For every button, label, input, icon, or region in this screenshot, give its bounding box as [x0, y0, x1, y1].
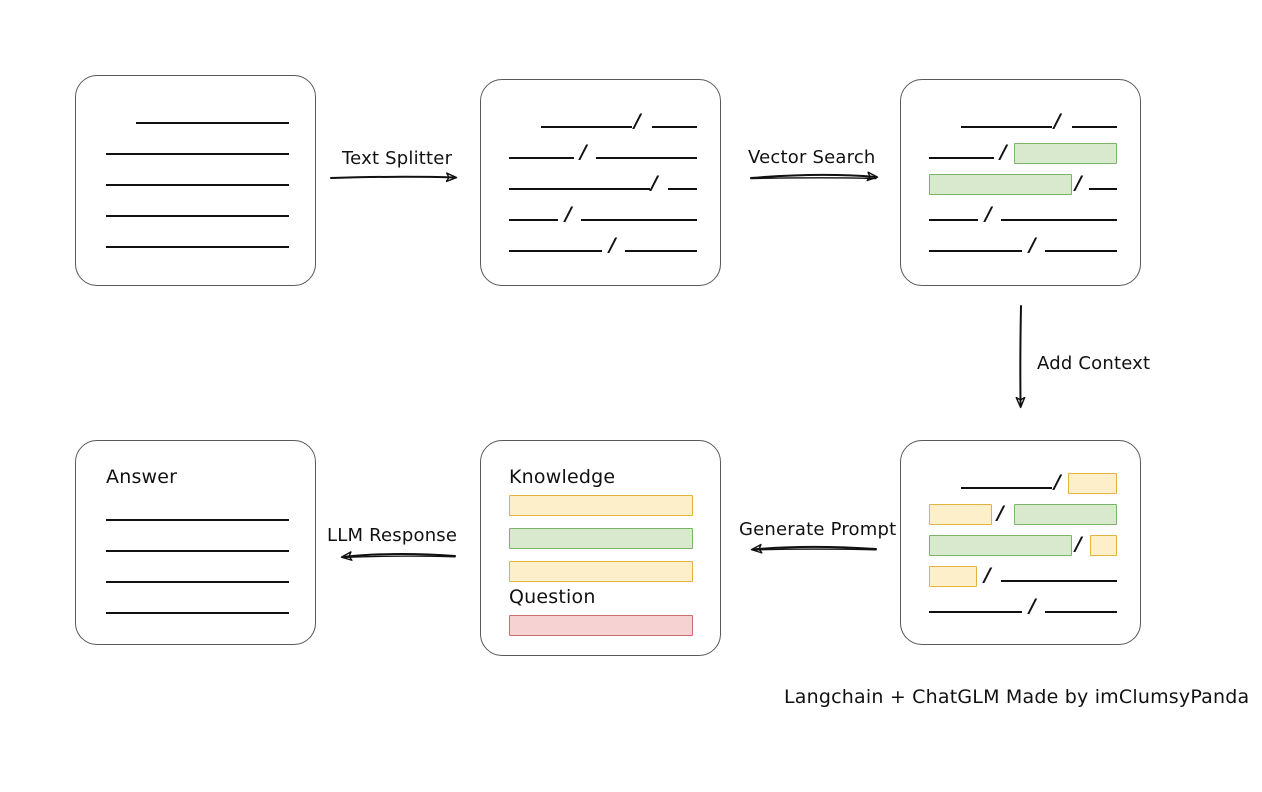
- source-document-lines: [76, 76, 315, 285]
- text-line: [596, 157, 697, 159]
- text-line: [106, 612, 289, 614]
- node-split-document[interactable]: / / / / /: [480, 79, 721, 286]
- split-document-lines: / / / / /: [481, 80, 720, 285]
- split-slash: /: [634, 110, 641, 132]
- node-prompt[interactable]: Knowledge Question: [480, 440, 721, 656]
- text-line: [106, 581, 289, 583]
- split-slash: /: [565, 203, 572, 225]
- text-line: [541, 126, 632, 128]
- text-line: [652, 126, 697, 128]
- context-chunk-highlight: [929, 504, 992, 525]
- context-chunk-highlight: [1090, 535, 1117, 556]
- split-slash: /: [651, 172, 658, 194]
- text-line: [961, 487, 1052, 489]
- text-line: [625, 250, 697, 252]
- edge-label-llm-response: LLM Response: [327, 525, 458, 546]
- text-line: [509, 250, 602, 252]
- text-line: [1045, 611, 1117, 613]
- node-context-document[interactable]: / / / / /: [900, 440, 1141, 645]
- text-line: [1089, 188, 1117, 190]
- text-line: [509, 157, 574, 159]
- split-slash: /: [1000, 141, 1007, 163]
- edge-label-add-context: Add Context: [1037, 353, 1151, 374]
- text-line: [929, 157, 994, 159]
- context-chunk-highlight: [929, 535, 1072, 556]
- text-line: [509, 188, 650, 190]
- split-slash: /: [1029, 595, 1036, 617]
- split-slash: /: [985, 203, 992, 225]
- arrow-llm-response: [343, 554, 456, 558]
- edge-label-vector-search: Vector Search: [748, 147, 876, 168]
- text-line: [1045, 250, 1117, 252]
- knowledge-chunk-yellow: [509, 561, 693, 582]
- knowledge-chunk-yellow: [509, 495, 693, 516]
- answer-label: Answer: [106, 466, 178, 488]
- knowledge-label: Knowledge: [509, 466, 616, 488]
- arrow-text-splitter: [330, 177, 455, 178]
- arrow-vector-search: [750, 175, 876, 179]
- matched-chunk-highlight: [1014, 143, 1117, 164]
- split-slash: /: [1054, 471, 1061, 493]
- text-line: [106, 215, 289, 217]
- text-line: [136, 122, 289, 124]
- split-slash: /: [1054, 110, 1061, 132]
- text-line: [668, 188, 697, 190]
- text-line: [961, 126, 1052, 128]
- context-chunk-highlight: [1014, 504, 1117, 525]
- arrow-add-context: [1020, 305, 1021, 406]
- question-chunk-red: [509, 615, 693, 636]
- text-line: [929, 250, 1022, 252]
- context-document-lines: / / / / /: [901, 441, 1140, 644]
- node-source-document[interactable]: [75, 75, 316, 286]
- text-line: [1001, 580, 1117, 582]
- question-label: Question: [509, 586, 596, 608]
- split-slash: /: [984, 564, 991, 586]
- text-line: [106, 550, 289, 552]
- split-slash: /: [580, 141, 587, 163]
- text-line: [106, 246, 289, 248]
- knowledge-chunk-green: [509, 528, 693, 549]
- footer-credit: Langchain + ChatGLM Made by imClumsyPand…: [784, 686, 1250, 708]
- text-line: [106, 184, 289, 186]
- matched-document-lines: / / / / /: [901, 80, 1140, 285]
- text-line: [509, 219, 558, 221]
- text-line: [929, 611, 1022, 613]
- split-slash: /: [1075, 533, 1082, 555]
- context-chunk-highlight: [1068, 473, 1117, 494]
- text-line: [1001, 219, 1117, 221]
- answer-lines: [76, 441, 315, 644]
- split-slash: /: [609, 234, 616, 256]
- text-line: [581, 219, 697, 221]
- text-line: [106, 153, 289, 155]
- matched-chunk-highlight: [929, 174, 1072, 195]
- text-line: [106, 519, 289, 521]
- text-line: [929, 219, 978, 221]
- node-matched-document[interactable]: / / / / /: [900, 79, 1141, 286]
- split-slash: /: [1075, 172, 1082, 194]
- split-slash: /: [1029, 234, 1036, 256]
- arrow-generate-prompt: [753, 547, 877, 550]
- edge-label-generate-prompt: Generate Prompt: [739, 519, 897, 540]
- context-chunk-highlight: [929, 566, 977, 587]
- split-slash: /: [997, 502, 1004, 524]
- node-answer[interactable]: Answer: [75, 440, 316, 645]
- text-line: [1072, 126, 1117, 128]
- edge-label-text-splitter: Text Splitter: [342, 148, 453, 169]
